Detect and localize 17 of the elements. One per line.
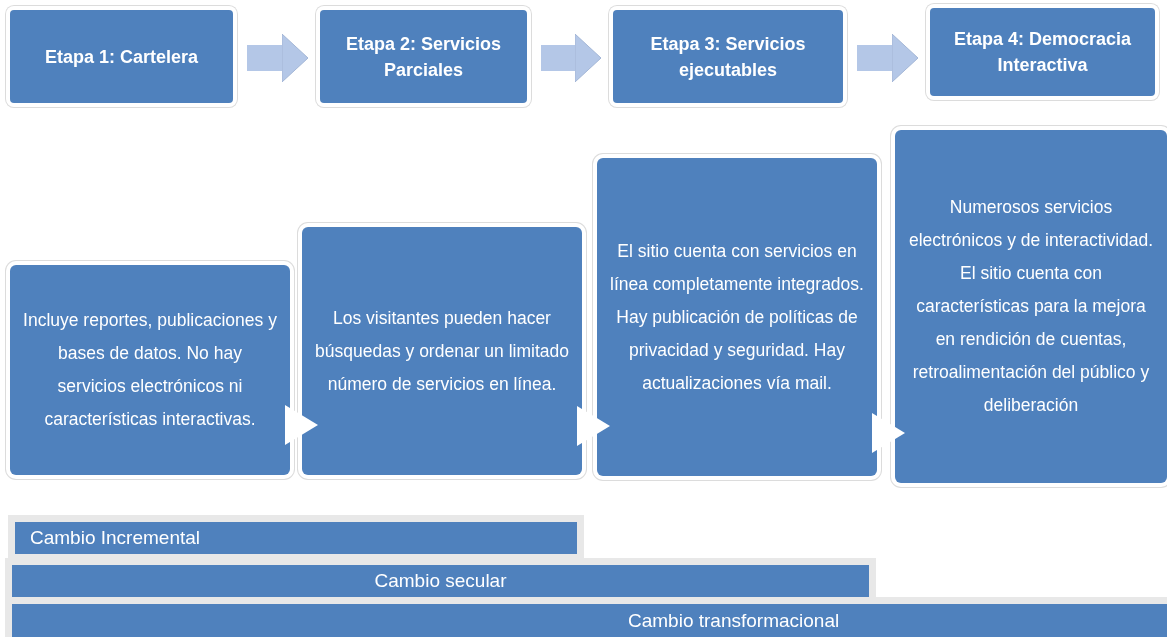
block-arrow xyxy=(857,33,919,83)
description-text: El sitio cuenta con servicios en línea completamente integrados. Hay publicación de políticas de privacidad y seguridad. Hay actualizaciones vía mail. xyxy=(609,239,865,395)
description-text: Los visitantes pueden hacer búsquedas y ordenar un limitado número de servicios en línea. xyxy=(314,306,570,396)
stage-title: Etapa 4: Democracia Interactiva xyxy=(952,28,1133,77)
block-arrow xyxy=(541,33,602,83)
stage-title: Etapa 1: Cartelera xyxy=(43,45,200,69)
description-text: Numerosos servicios electrónicos y de interactividad. El sitio cuenta con características para la mejora en rendición de cuentas, retroalimentación del público y deliberación xyxy=(907,196,1155,417)
triangle-arrow xyxy=(285,405,318,445)
block-arrow xyxy=(247,33,309,83)
triangle-arrow xyxy=(577,406,610,446)
bar-label: Cambio secular xyxy=(373,569,508,593)
bar-label: Cambio transformacional xyxy=(628,608,841,633)
bar-label: Cambio Incremental xyxy=(30,526,202,550)
stage-title: Etapa 2: Servicios Parciales xyxy=(344,32,503,82)
description-text: Incluye reportes, publicaciones y bases de datos. No hay servicios electrónicos ni características interactivas. xyxy=(22,309,278,431)
triangle-arrow xyxy=(872,413,905,453)
stage-title: Etapa 3: Servicios ejecutables xyxy=(649,32,807,82)
